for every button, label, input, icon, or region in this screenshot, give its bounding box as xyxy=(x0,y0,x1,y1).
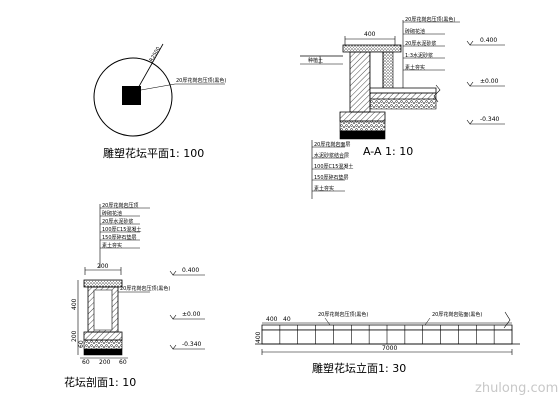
svg-text:素土夯实: 素土夯实 xyxy=(102,242,122,249)
svg-text:20厚花岗岩压顶(黑色): 20厚花岗岩压顶(黑色) xyxy=(120,285,170,292)
radius-label: R2500 xyxy=(149,46,162,63)
plan-outer-circle xyxy=(94,58,172,136)
aa-notes-right: 20厚花岗岩压顶(黑色) 砖砌花池 20厚水泥砂浆 1:3水泥砂浆 素土夯实 xyxy=(403,16,460,71)
bed-notes-top: 20厚花岗岩压顶 砖砌花池 20厚水泥砂浆 100厚C15混凝土 150厚碎石垫… xyxy=(100,202,150,249)
svg-text:0.400: 0.400 xyxy=(480,37,497,44)
aa-paving xyxy=(370,88,436,93)
svg-text:1:3水泥砂浆: 1:3水泥砂浆 xyxy=(405,52,433,59)
svg-text:-0.340: -0.340 xyxy=(182,341,202,348)
aa-top-dim: 400 xyxy=(364,31,376,38)
svg-text:400: 400 xyxy=(71,298,78,310)
sculpture-base xyxy=(122,86,141,105)
svg-text:60: 60 xyxy=(82,359,90,366)
radius-line xyxy=(133,44,163,97)
bed-section: 20厚花岗岩压顶 砖砌花池 20厚水泥砂浆 100厚C15混凝土 150厚碎石垫… xyxy=(64,202,205,389)
aa-left-note: 种植土 xyxy=(308,57,323,64)
svg-text:60: 60 xyxy=(119,359,127,366)
bed-coping xyxy=(84,280,122,287)
aa-coping xyxy=(343,45,401,52)
plan-title: 雕塑花坛平面1: 100 xyxy=(103,146,204,160)
svg-text:20厚花岗岩压顶: 20厚花岗岩压顶 xyxy=(102,202,138,209)
svg-text:100厚C15混凝土: 100厚C15混凝土 xyxy=(102,226,141,233)
plan-leader xyxy=(141,84,175,90)
aa-levels: 0.400 ±0.00 -0.340 xyxy=(467,37,505,124)
svg-text:7000: 7000 xyxy=(382,345,397,352)
aa-title: A-A 1: 10 xyxy=(363,145,413,158)
plan-leader-note: 20厚花岗岩压顶(黑色) xyxy=(176,77,226,84)
aa-notes-bottom: 20厚花岗岩面层 水泥砂浆结合层 100厚C15混凝土 150厚碎石垫层 素土夯… xyxy=(312,141,353,192)
svg-text:40: 40 xyxy=(283,316,291,323)
svg-text:素土夯实: 素土夯实 xyxy=(405,64,425,71)
aa-wall xyxy=(350,52,370,112)
svg-text:20厚花岗岩压顶(黑色): 20厚花岗岩压顶(黑色) xyxy=(405,16,455,23)
svg-text:0.400: 0.400 xyxy=(182,267,199,274)
svg-text:200: 200 xyxy=(99,359,111,366)
svg-text:素土夯实: 素土夯实 xyxy=(314,185,334,192)
svg-text:20厚水泥砂浆: 20厚水泥砂浆 xyxy=(102,218,133,225)
svg-text:20厚花岗岩贴面(黑色): 20厚花岗岩贴面(黑色) xyxy=(432,311,482,318)
aa-footing xyxy=(340,112,385,121)
svg-text:200: 200 xyxy=(97,263,109,270)
watermark: zhulong.com xyxy=(475,381,558,396)
svg-text:150厚碎石垫层: 150厚碎石垫层 xyxy=(314,174,349,181)
svg-text:400: 400 xyxy=(255,331,262,343)
section-aa: 400 种植土 20厚花岗岩压顶(黑色) 砖砌花池 20厚水泥砂浆 xyxy=(300,16,505,199)
elev-joints xyxy=(280,325,494,344)
svg-text:400: 400 xyxy=(266,316,278,323)
svg-text:±0.00: ±0.00 xyxy=(182,311,201,318)
elev-title: 雕塑花坛立面1: 30 xyxy=(312,361,406,375)
svg-text:±0.00: ±0.00 xyxy=(480,78,499,85)
svg-text:60: 60 xyxy=(78,340,85,348)
svg-text:100厚C15混凝土: 100厚C15混凝土 xyxy=(314,163,353,170)
svg-text:150厚碎石垫层: 150厚碎石垫层 xyxy=(102,234,137,241)
svg-text:20厚水泥砂浆: 20厚水泥砂浆 xyxy=(405,40,436,47)
elevation: 400 40 400 7000 20厚花岗岩压顶(黑色) 20厚花岗岩贴面(黑色… xyxy=(255,311,520,375)
bed-title: 花坛剖面1: 10 xyxy=(64,375,136,389)
svg-text:砖砌花池: 砖砌花池 xyxy=(102,210,122,217)
bed-footing xyxy=(84,332,122,340)
bed-levels: 0.400 ±0.00 -0.340 xyxy=(170,267,205,349)
plan-view: R2500 20厚花岗岩压顶(黑色) 雕塑花坛平面1: 100 xyxy=(94,44,226,160)
svg-text:砖砌花池: 砖砌花池 xyxy=(405,28,425,35)
svg-text:200: 200 xyxy=(71,330,78,342)
svg-text:20厚花岗岩压顶(黑色): 20厚花岗岩压顶(黑色) xyxy=(318,311,368,318)
svg-text:20厚花岗岩面层: 20厚花岗岩面层 xyxy=(314,141,350,148)
svg-text:水泥砂浆结合层: 水泥砂浆结合层 xyxy=(314,152,349,159)
svg-text:-0.340: -0.340 xyxy=(480,116,500,123)
